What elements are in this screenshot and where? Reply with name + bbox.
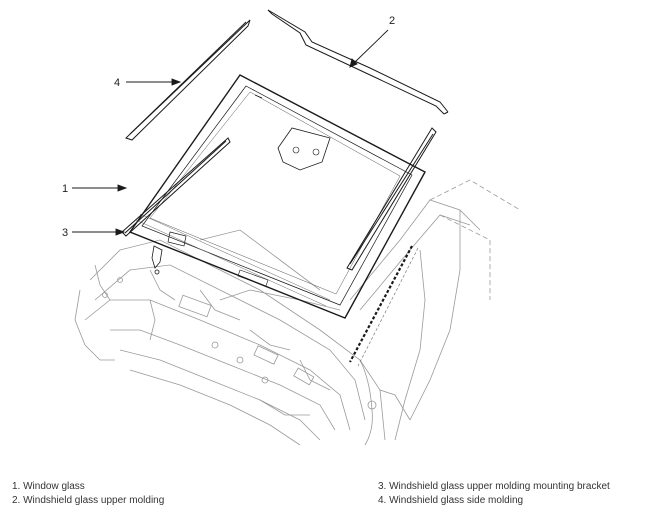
callout-1: 1 [62, 183, 68, 195]
callout-leaders [72, 29, 389, 236]
legend-column-left: 1. Window glass 2. Windshield glass uppe… [12, 480, 164, 508]
upper-molding-bracket [121, 137, 231, 237]
upper-molding [267, 9, 449, 115]
side-molding [125, 19, 251, 141]
legend-column-right: 3. Windshield glass upper molding mounti… [378, 480, 610, 508]
parts-legend: 1. Window glass 2. Windshield glass uppe… [12, 480, 642, 510]
car-body-frame [74, 179, 521, 446]
windshield-exploded-diagram: 1 2 3 4 [62, 9, 521, 446]
legend-item-3: 3. Windshield glass upper molding mounti… [378, 481, 610, 492]
callout-2: 2 [389, 15, 395, 27]
callout-3: 3 [62, 227, 68, 239]
side-molding-right [346, 127, 437, 271]
legend-item-1: 1. Window glass [12, 481, 85, 492]
molding-clip [151, 245, 163, 275]
legend-item-2: 2. Windshield glass upper molding [12, 495, 165, 506]
dashed-bracket-strip [349, 245, 413, 363]
window-glass [128, 74, 426, 319]
legend-item-4: 4. Windshield glass side molding [378, 495, 524, 506]
callout-4: 4 [114, 77, 120, 89]
